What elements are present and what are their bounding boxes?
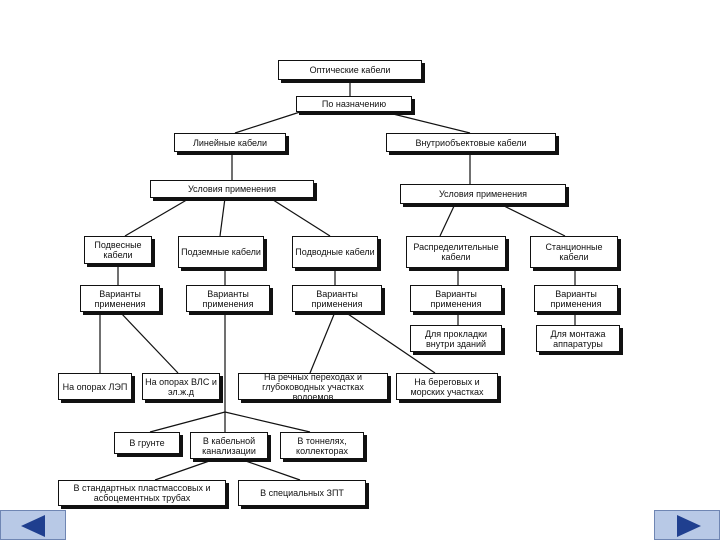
edge-purpose-linear xyxy=(234,111,301,134)
node-equipment-mounting: Для монтажа аппаратуры xyxy=(536,325,620,352)
node-special-zpt: В специальных ЗПТ xyxy=(238,480,366,506)
node-variants-underwater: Варианты применения xyxy=(292,285,382,312)
edge-varwater-river xyxy=(309,311,336,374)
node-label: Варианты применения xyxy=(430,288,482,309)
node-label: Станционные кабели xyxy=(545,242,603,262)
node-label: Для монтажа аппаратуры xyxy=(550,328,606,349)
node-variants-underground: Варианты применения xyxy=(186,285,270,312)
node-variants-overhead: Варианты применения xyxy=(80,285,160,312)
edge-varover-vls xyxy=(119,311,179,374)
node-inside-buildings: Для прокладки внутри зданий xyxy=(410,325,502,352)
node-label: На опорах ВЛС и эл.ж.д xyxy=(145,376,217,397)
triangle-right-icon xyxy=(677,515,701,537)
node-label: Внутриобъектовые кабели xyxy=(415,137,527,148)
node-label: Оптические кабели xyxy=(309,65,391,75)
node-vls-rail-poles: На опорах ВЛС и эл.ж.д xyxy=(142,373,220,400)
node-station-cables: Станционные кабели xyxy=(530,236,618,268)
node-coastal-sections: На береговых и морских участках xyxy=(396,373,498,400)
node-power-line-poles: На опорах ЛЭП xyxy=(58,373,132,400)
node-variants-distribution: Варианты применения xyxy=(410,285,502,312)
node-label: Линейные кабели xyxy=(192,137,268,148)
node-label: В специальных ЗПТ xyxy=(260,488,344,498)
node-river-crossings: На речных переходах и глубоководных учас… xyxy=(238,371,388,402)
node-label: Для прокладки внутри зданий xyxy=(424,328,488,349)
node-conditions-left: Условия применения xyxy=(150,180,314,198)
node-label: Подземные кабели xyxy=(181,247,261,257)
node-tunnels: В тоннелях, коллекторах xyxy=(280,432,364,459)
node-linear-cables: Линейные кабели xyxy=(174,133,286,152)
edge-cond-station xyxy=(499,203,566,237)
node-label: В грунте xyxy=(129,438,165,448)
previous-slide-button[interactable] xyxy=(0,510,66,540)
triangle-left-icon xyxy=(21,515,45,537)
node-by-purpose: По назначению xyxy=(296,96,412,112)
node-label: Условия применения xyxy=(438,189,528,199)
edge-varwater-coastal xyxy=(344,311,436,374)
node-label: В кабельной канализации xyxy=(202,435,256,456)
node-label: Варианты применения xyxy=(94,288,146,309)
edge-cond-distribution xyxy=(439,203,456,237)
node-variants-station: Варианты применения xyxy=(534,285,618,312)
edge-duct-special xyxy=(239,458,301,481)
node-label: Условия применения xyxy=(187,184,277,194)
edge-trunk-tunnels xyxy=(224,411,311,433)
node-pipes: В стандартных пластмассовых и асбоцемент… xyxy=(58,480,226,506)
node-label: В стандартных пластмассовых и асбоцемент… xyxy=(73,483,211,503)
node-intra-object-cables: Внутриобъектовые кабели xyxy=(386,133,556,152)
node-label: Подводные кабели xyxy=(295,247,375,257)
node-underwater-cables: Подводные кабели xyxy=(292,236,378,268)
node-label: Варианты применения xyxy=(202,288,254,309)
node-label: Распределительные кабели xyxy=(413,242,499,262)
node-label: В тоннелях, коллекторах xyxy=(296,435,348,456)
node-label: На речных переходах и глубоководных учас… xyxy=(262,371,364,402)
node-underground-cables: Подземные кабели xyxy=(178,236,264,268)
edge-cond-overhead xyxy=(124,197,191,237)
edge-purpose-intra xyxy=(384,111,471,134)
edge-trunk-ground xyxy=(149,411,226,433)
edge-cond-underwater xyxy=(269,197,331,237)
node-label: По назначению xyxy=(321,99,387,109)
node-label: На береговых и морских участках xyxy=(410,376,484,397)
node-conditions-right: Условия применения xyxy=(400,184,566,204)
node-distribution-cables: Распределительные кабели xyxy=(406,236,506,268)
node-label: Варианты применения xyxy=(311,288,363,309)
next-slide-button[interactable] xyxy=(654,510,720,540)
node-label: На опорах ЛЭП xyxy=(62,381,128,392)
edge-cond-underground xyxy=(219,197,226,237)
node-label: Варианты применения xyxy=(550,288,602,309)
node-in-ground: В грунте xyxy=(114,432,180,454)
node-label: Подвесные кабели xyxy=(94,240,142,260)
node-cable-duct: В кабельной канализации xyxy=(190,432,268,459)
node-optical-cables: Оптические кабели xyxy=(278,60,422,80)
node-overhead-cables: Подвесные кабели xyxy=(84,236,152,264)
edge-duct-pipes xyxy=(154,458,216,481)
